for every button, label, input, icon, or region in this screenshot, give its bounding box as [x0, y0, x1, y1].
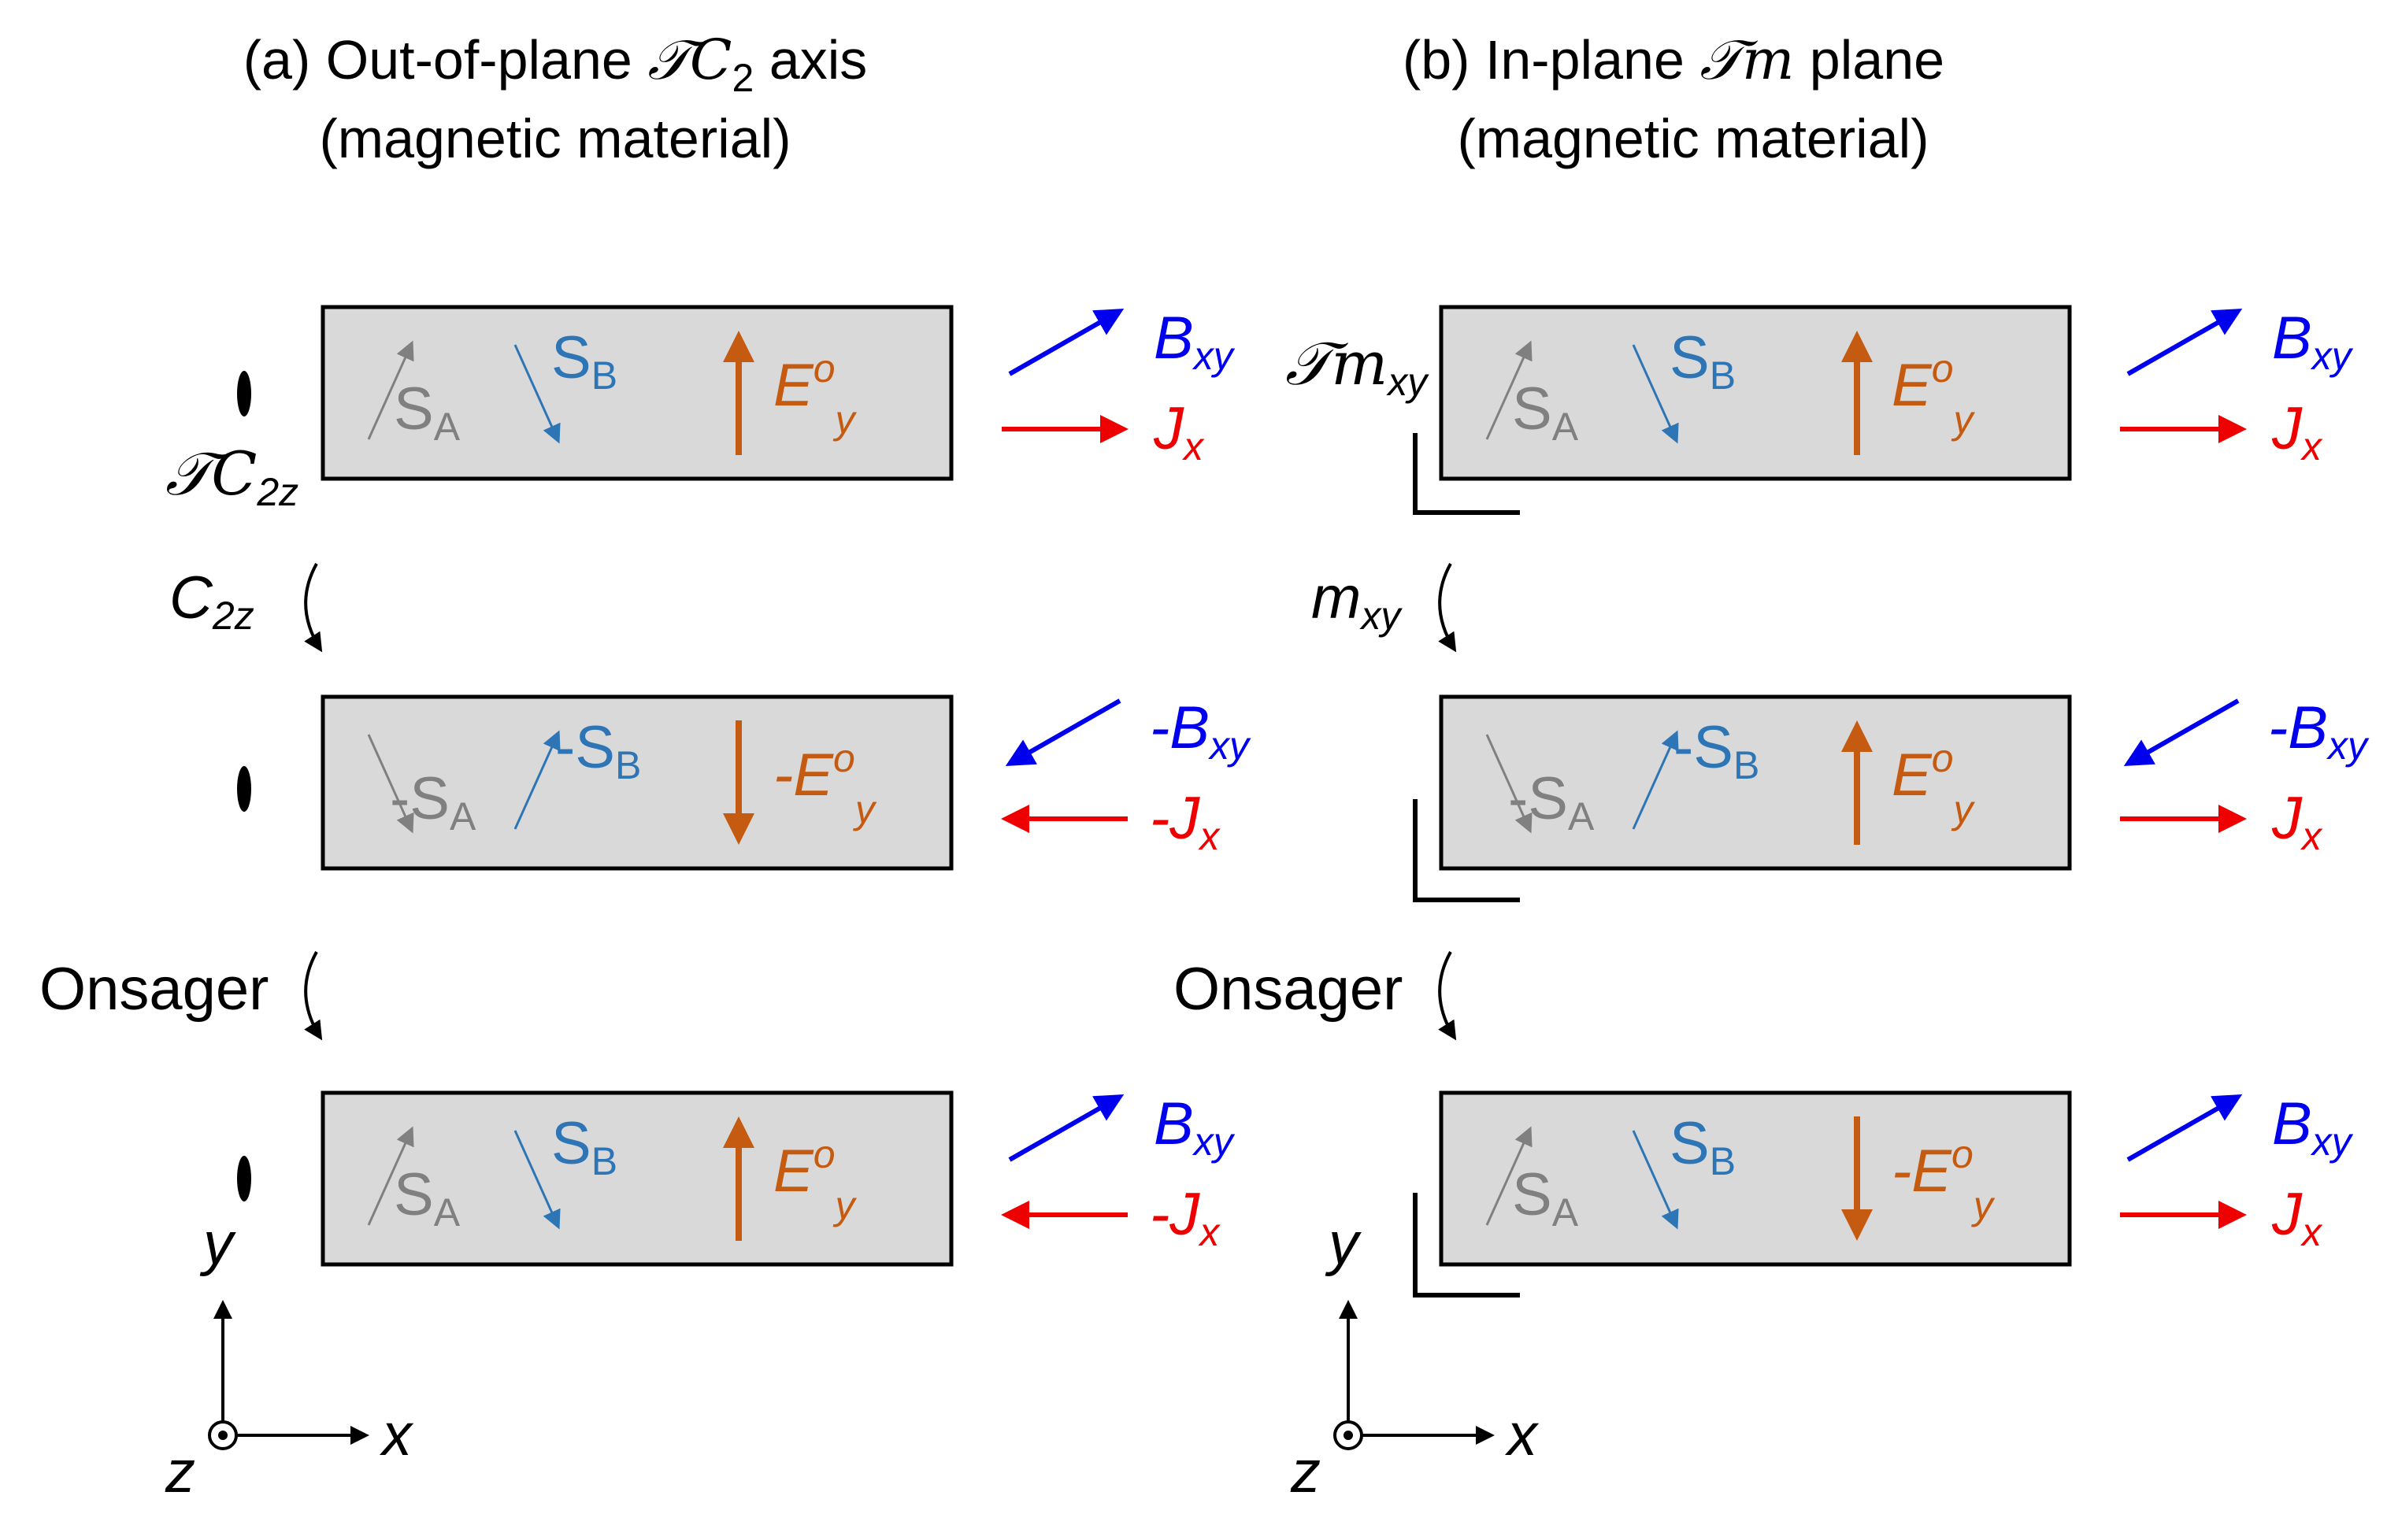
spin-b-arrow	[1632, 1130, 1679, 1230]
panel-b-op1-label: mxy	[1311, 565, 1403, 638]
panel-b-title-line2: (magnetic material)	[1457, 108, 1929, 169]
spin-a-arrow	[1485, 340, 1533, 440]
magnetic-field-arrow	[2126, 309, 2243, 376]
axis-z-label: z	[165, 1438, 195, 1505]
state-row: SA SB Eoy Bxy -Jx	[321, 1090, 1236, 1267]
spin-a-label: SA	[394, 1161, 461, 1235]
sample-box	[1439, 694, 2072, 871]
axis-marker-ellipse-icon	[237, 1156, 251, 1201]
electric-field-label: Eoy	[1892, 736, 1976, 831]
spin-b-label: -SB	[555, 714, 641, 787]
spin-b-arrow	[513, 730, 561, 830]
current-label: Jx	[2271, 1181, 2323, 1254]
spin-a-label: -SA	[1508, 765, 1595, 838]
spin-b-label: SB	[551, 1110, 617, 1183]
spin-b-label: SB	[1670, 324, 1736, 398]
magnetic-field-label: -Bxy	[2268, 694, 2370, 768]
magnetic-field-label: Bxy	[1154, 1090, 1236, 1164]
panel-a-coordinate-axes: y x z	[165, 1210, 414, 1505]
panel-a-op1-label: C2z	[169, 565, 254, 638]
spin-b-arrow	[1632, 730, 1679, 830]
spin-a-arrow	[367, 1126, 414, 1226]
electric-field-label: -Eoy	[773, 736, 877, 831]
electric-field-label: Eoy	[1892, 346, 1976, 442]
mirror-plane-icon	[1413, 799, 1520, 902]
curved-arrow-icon	[1438, 951, 1457, 1041]
axis-x-label: x	[379, 1401, 414, 1468]
electric-field-label: Eoy	[773, 1132, 858, 1227]
sample-box	[1439, 1090, 2072, 1267]
current-label: Jx	[2271, 395, 2323, 468]
magnetic-field-arrow	[1005, 698, 1121, 766]
electric-field-label: Eoy	[773, 346, 858, 442]
sample-box	[1439, 305, 2072, 481]
magnetic-field-label: -Bxy	[1150, 694, 1251, 768]
panel-b-coordinate-axes: y x z	[1290, 1210, 1540, 1505]
panel-b-symmetry-label: 𝒯mxy	[1285, 328, 1429, 404]
curved-arrow-icon	[304, 951, 323, 1041]
spin-a-arrow	[367, 734, 414, 834]
panel-a-title-line1: (a) Out-of-plane 𝒯C2 axis	[243, 28, 868, 100]
spin-a-arrow	[1485, 1126, 1533, 1226]
panel-b-title-line1: (b) In-plane 𝒯m plane	[1403, 28, 1944, 92]
spin-a-label: SA	[1512, 376, 1579, 449]
spin-b-label: SB	[1670, 1110, 1736, 1183]
current-label: Jx	[1153, 395, 1205, 468]
spin-b-arrow	[1632, 344, 1679, 444]
spin-b-label: SB	[551, 324, 617, 398]
panel-a-op2-label: Onsager	[39, 956, 269, 1023]
sample-box	[321, 305, 954, 481]
magnetic-field-label: Bxy	[2272, 1090, 2354, 1164]
magnetic-field-label: Bxy	[2272, 305, 2354, 378]
panel-a-title-line2: (magnetic material)	[319, 108, 791, 169]
axis-y-label: y	[199, 1210, 236, 1277]
spin-b-arrow	[513, 1130, 561, 1230]
spin-a-label: -SA	[390, 765, 476, 838]
panel-a-symmetry-label: 𝒯C2z	[165, 439, 298, 514]
spin-a-label: SA	[394, 376, 461, 449]
axis-marker-ellipse-icon	[237, 766, 251, 812]
mirror-plane-icon	[1413, 1193, 1520, 1298]
mirror-plane-icon	[1413, 433, 1520, 515]
curved-arrow-icon	[1438, 563, 1457, 653]
sample-box	[321, 694, 954, 871]
spin-b-label: -SB	[1673, 714, 1759, 787]
axis-x-label: x	[1504, 1401, 1540, 1468]
spin-b-arrow	[513, 344, 561, 444]
current-label: -Jx	[1150, 785, 1221, 858]
axis-marker-ellipse-icon	[237, 371, 251, 416]
state-row: -SA -SB -Eoy -Bxy -Jx	[321, 694, 1251, 871]
panel-b-op2-label: Onsager	[1173, 956, 1403, 1023]
magnetic-field-label: Bxy	[1154, 305, 1236, 378]
spin-a-label: SA	[1512, 1161, 1579, 1235]
magnetic-field-arrow	[1008, 1094, 1125, 1162]
current-label: Jx	[2271, 785, 2323, 858]
axis-y-label: y	[1325, 1210, 1362, 1277]
electric-field-label: -Eoy	[1892, 1132, 1996, 1227]
current-label: -Jx	[1150, 1181, 1221, 1254]
magnetic-field-arrow	[1008, 309, 1125, 376]
curved-arrow-icon	[304, 563, 323, 653]
magnetic-field-arrow	[2123, 698, 2240, 766]
spin-a-arrow	[1485, 734, 1533, 834]
magnetic-field-arrow	[2126, 1094, 2243, 1162]
axis-z-label: z	[1290, 1438, 1321, 1505]
spin-a-arrow	[367, 340, 414, 440]
sample-box	[321, 1090, 954, 1267]
